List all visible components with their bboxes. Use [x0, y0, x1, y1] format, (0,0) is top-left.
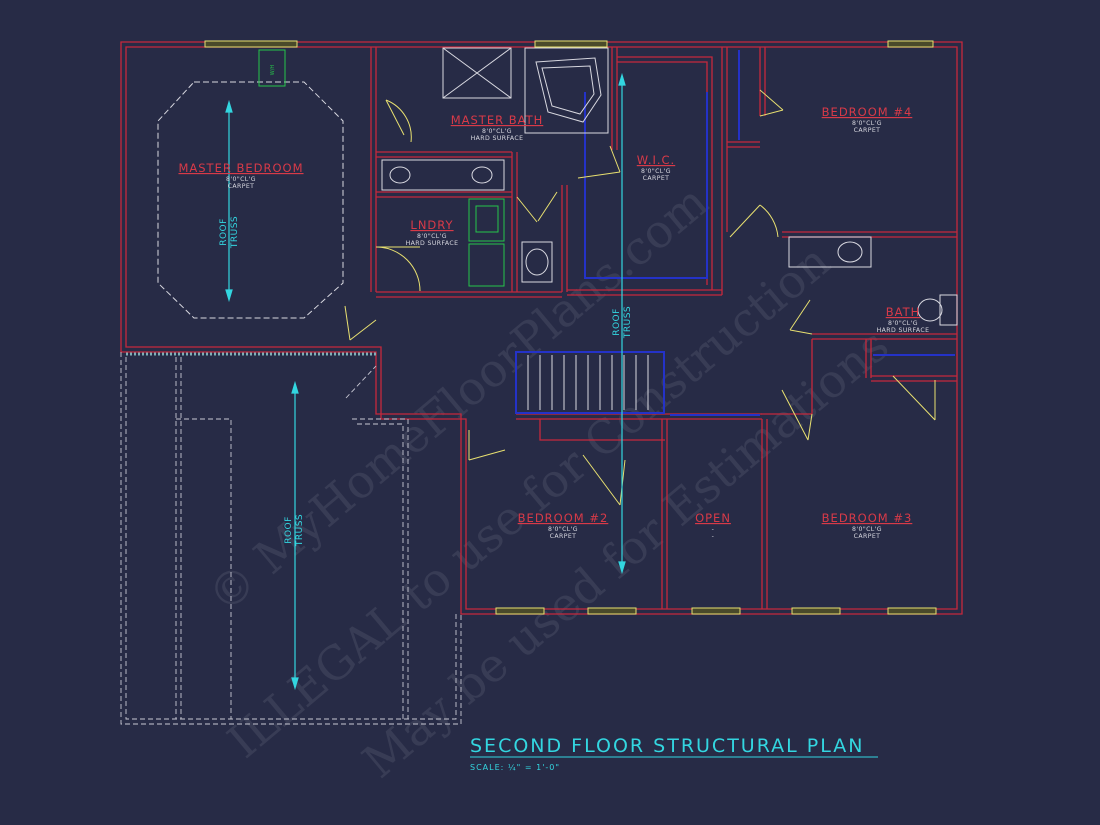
- lower-roof-outline: [120, 352, 462, 725]
- room-floor: CARPET: [228, 183, 255, 190]
- room-floor: HARD SURFACE: [471, 135, 524, 142]
- windows: [204, 40, 937, 615]
- truss-label-line-2: TRUSS: [230, 216, 240, 249]
- room-ceiling: 8'0"CL'G: [888, 320, 918, 327]
- room-ceiling: 8'0"CL'G: [417, 233, 447, 240]
- room-ceiling: 8'0"CL'G: [641, 168, 671, 175]
- room-ceiling: 8'0"CL'G: [548, 526, 578, 533]
- room-floor: HARD SURFACE: [406, 240, 459, 247]
- room-ceiling: 8'0"CL'G: [226, 176, 256, 183]
- truss-labels: ROOF TRUSS ROOF TRUSS ROOF TRUSS: [219, 216, 633, 547]
- room-ceiling: 8'0"CL'G: [852, 526, 882, 533]
- room-ceiling: 8'0"CL'G: [482, 128, 512, 135]
- room-ceiling: 8'0"CL'G: [852, 120, 882, 127]
- room-name: BEDROOM #3: [822, 511, 913, 525]
- truss-label-line-1: ROOF: [612, 308, 622, 336]
- truss-label-line-1: ROOF: [284, 516, 294, 544]
- laundry-machines: [468, 198, 505, 287]
- room-name: W.I.C.: [637, 153, 675, 167]
- room-label-master-bedroom: MASTER BEDROOM 8'0"CL'G CARPET: [178, 161, 303, 190]
- water-heater-label: W/H: [270, 65, 276, 76]
- room-label-bedroom-2: BEDROOM #2 8'0"CL'G CARPET: [518, 511, 609, 540]
- room-labels: MASTER BEDROOM 8'0"CL'G CARPET MASTER BA…: [178, 105, 929, 540]
- room-floor: -: [712, 533, 715, 540]
- room-label-bath: BATH 8'0"CL'G HARD SURFACE: [877, 305, 930, 334]
- truss-label-line-2: TRUSS: [623, 306, 633, 339]
- plan-title: SECOND FLOOR STRUCTURAL PLAN: [470, 735, 864, 757]
- watermark: © MyHomeFloorPlans.com ILLEGAL to use fo…: [197, 174, 898, 788]
- room-label-laundry: LNDRY 8'0"CL'G HARD SURFACE: [406, 218, 459, 247]
- room-name: BEDROOM #4: [822, 105, 913, 119]
- room-name: BATH: [886, 305, 921, 319]
- room-name: OPEN: [695, 511, 731, 525]
- room-floor: CARPET: [550, 533, 577, 540]
- truss-label-line-2: TRUSS: [295, 514, 305, 547]
- room-floor: CARPET: [854, 533, 881, 540]
- tray-ceiling-outline: [157, 81, 344, 319]
- truss-arrows: [225, 72, 626, 691]
- room-name: MASTER BEDROOM: [178, 161, 303, 175]
- room-floor: HARD SURFACE: [877, 327, 930, 334]
- room-name: BEDROOM #2: [518, 511, 609, 525]
- room-name: LNDRY: [410, 218, 453, 232]
- plan-scale: SCALE: ¼" = 1'-0": [470, 763, 560, 772]
- room-label-bedroom-4: BEDROOM #4 8'0"CL'G CARPET: [822, 105, 913, 134]
- bath-fixtures: [381, 47, 958, 326]
- room-label-wic: W.I.C. 8'0"CL'G CARPET: [637, 153, 675, 182]
- room-ceiling: -: [712, 526, 715, 533]
- water-heater: W/H: [258, 49, 286, 87]
- room-label-open: OPEN - -: [695, 511, 731, 540]
- room-name: MASTER BATH: [451, 113, 544, 127]
- title-block: SECOND FLOOR STRUCTURAL PLAN SCALE: ¼" =…: [470, 735, 878, 772]
- room-label-master-bath: MASTER BATH 8'0"CL'G HARD SURFACE: [451, 113, 544, 142]
- room-floor: CARPET: [643, 175, 670, 182]
- truss-label-line-1: ROOF: [219, 218, 229, 246]
- room-floor: CARPET: [854, 127, 881, 134]
- room-label-bedroom-3: BEDROOM #3 8'0"CL'G CARPET: [822, 511, 913, 540]
- staircase: [515, 351, 665, 414]
- closet-shelves: [584, 50, 955, 416]
